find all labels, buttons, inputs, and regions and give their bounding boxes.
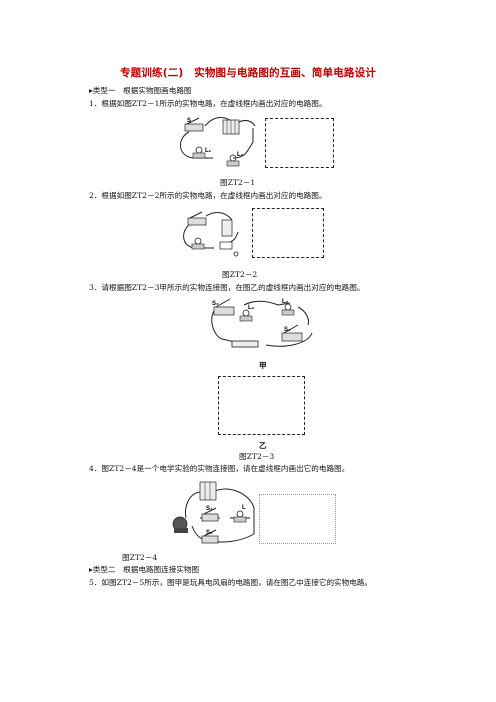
figure-4-circuit: S₁ L S₂ [172,481,255,544]
figure-3-circuit-a: S₂ L₁ L₂ S₁ [211,298,313,348]
answer-box-4[interactable] [259,494,336,544]
answer-box-3[interactable] [218,376,305,435]
label-l-fig4: L [242,505,246,511]
label-l2-fig3: L₂ [282,299,289,305]
label-s1: S₁ [284,327,291,333]
label-l1-fig3: L₁ [248,305,255,311]
section-heading-type1: ▸类型一 根据实物图画电路图 [89,86,192,95]
question-3: 3．请根据图ZT2－3甲所示的实物连接图，在图乙的虚线框内画出对应的电路图。 [89,283,365,292]
section-heading-type2: ▸类型二 根据电路图连接实物图 [89,565,200,574]
figure-3-label-b: 乙 [259,441,267,450]
answer-box-1[interactable] [265,118,334,168]
figure-3-caption: 图ZT2－3 [239,452,275,461]
figure-4-caption: 图ZT2－4 [122,553,158,562]
page-title: 专题训练(二) 实物图与电路图的互画、简单电路设计 [119,67,377,79]
figure-1-circuit: S L₁ L₂ [180,117,256,167]
label-s: S [187,118,191,124]
question-5: 5．如图ZT2－5所示，图甲是玩具电风扇的电路图，请在图乙中连接它的实物电路。 [89,578,373,587]
label-l1: L₁ [205,148,212,154]
label-l2: L₂ [237,152,244,158]
label-s2: S₂ [212,301,219,307]
question-2: 2．根据如图ZT2－2所示的实物电路，在虚线框内画出对应的电路图。 [89,191,327,200]
figure-3-label-a: 甲 [259,361,267,370]
question-1: 1．根据如图ZT2－1所示的实物电路，在虚线框内画出对应的电路图。 [89,99,327,108]
figure-2-circuit [183,211,239,257]
answer-box-2[interactable] [252,208,324,258]
label-s2-fig4: S₂ [206,530,213,536]
figure-1-caption: 图ZT2－1 [220,178,256,187]
question-4: 4．图ZT2－4是一个电学实验的实物连接图，请在虚线框内画出它的电路图。 [89,464,350,473]
figure-2-caption: 图ZT2－2 [222,270,258,279]
label-s1-fig4: S₁ [206,506,213,512]
